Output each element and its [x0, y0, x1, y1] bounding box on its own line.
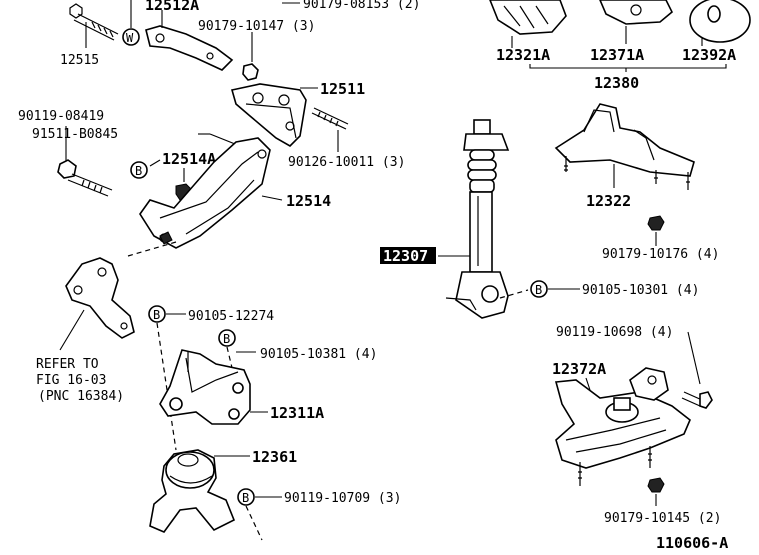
b-marker-90105-10301-text: B: [535, 283, 542, 297]
leader-12372A: [585, 377, 591, 391]
nut-90179-10145: [647, 477, 665, 493]
bracket-12514: [139, 137, 271, 249]
mount-12392A: [689, 0, 751, 43]
label-90105-10301: 90105-10301 (4): [582, 283, 699, 298]
dash-left-mount: [156, 322, 177, 451]
label-90105-10381: 90105-10381 (4): [260, 347, 377, 362]
bolt-12515: [69, 3, 119, 41]
b-marker-12514A: B: [130, 161, 148, 179]
label-12515: 12515: [60, 53, 99, 68]
label-12511: 12511: [320, 80, 365, 98]
dash-90105-10301: [499, 289, 529, 299]
label-90179-10145: 90179-10145 (2): [604, 511, 721, 526]
label-12361: 12361: [252, 448, 297, 466]
refer-line-3: (PNC 16384): [38, 389, 124, 404]
mount-12322: [554, 103, 695, 190]
leader-refer: [59, 309, 85, 351]
leader-90119-10698: [687, 331, 701, 385]
nut-90179-10147: [242, 63, 259, 81]
label-12322: 12322: [586, 192, 631, 210]
label-90179-10147: 90179-10147 (3): [198, 19, 315, 34]
stud-90126-10011: [311, 107, 349, 130]
b-marker-90105-10301: B: [530, 280, 548, 298]
b-marker-90105-12274-text: B: [153, 308, 160, 322]
label-12307-box: [380, 247, 436, 264]
label-90179-08153: 90179-08153 (2): [303, 0, 420, 12]
label-90119-10709: 90119-10709 (3): [284, 491, 401, 506]
mount-12361: [149, 449, 236, 533]
b-marker-90119-10709-text: B: [242, 491, 249, 505]
label-12514A: 12514A: [162, 150, 216, 168]
label-12392A: 12392A: [682, 46, 736, 64]
refer-line-2: FIG 16-03: [36, 373, 106, 388]
b-marker-12514A-text: B: [135, 164, 142, 178]
mount-12371A: [599, 0, 673, 25]
nut-90179-10176: [647, 215, 665, 231]
mount-12321A: [489, 0, 567, 35]
bracket-refer-16-03: [65, 257, 135, 339]
b-marker-90119-10709: B: [237, 488, 255, 506]
label-90179-10176: 90179-10176 (4): [602, 247, 719, 262]
dash-90119-10709: [245, 505, 263, 541]
dash-right-mount: [226, 346, 235, 377]
bracket-12311A: [159, 349, 251, 425]
label-91511-B0845: 91511-B0845: [32, 127, 118, 142]
b-marker-90105-10381: B: [218, 329, 236, 347]
label-12514: 12514: [286, 192, 331, 210]
washer-marker: W: [122, 28, 140, 46]
bracket-12512A: [145, 25, 234, 71]
label-90119-10698: 90119-10698 (4): [556, 325, 673, 340]
label-12380: 12380: [594, 74, 639, 92]
label-12321A: 12321A: [496, 46, 550, 64]
label-12372A: 12372A: [552, 360, 606, 378]
label-90119-08419: 90119-08419: [18, 109, 104, 124]
washer-marker-text: W: [126, 31, 134, 45]
label-12371A: 12371A: [590, 46, 644, 64]
diagram-id: 110606-A: [656, 534, 728, 552]
label-12307: 12307: [383, 247, 428, 265]
bolt-90119-08419: [57, 159, 113, 197]
bracket-line-12380: [529, 64, 727, 69]
leader-b-12514A: [149, 159, 161, 167]
label-90126-10011: 90126-10011 (3): [288, 155, 405, 170]
leader-12514: [261, 195, 283, 201]
b-marker-90105-12274: B: [148, 305, 166, 323]
label-12311A: 12311A: [270, 404, 324, 422]
refer-line-1: REFER TO: [36, 357, 99, 372]
bolt-90119-10698: [681, 391, 713, 409]
label-90105-12274: 90105-12274: [188, 309, 274, 324]
label-12512A: 12512A: [145, 0, 199, 14]
shock-absorber-12307: [445, 119, 510, 319]
bracket-12511: [230, 83, 307, 147]
b-marker-90105-10381-text: B: [223, 332, 230, 346]
mount-12372A: [554, 367, 691, 486]
